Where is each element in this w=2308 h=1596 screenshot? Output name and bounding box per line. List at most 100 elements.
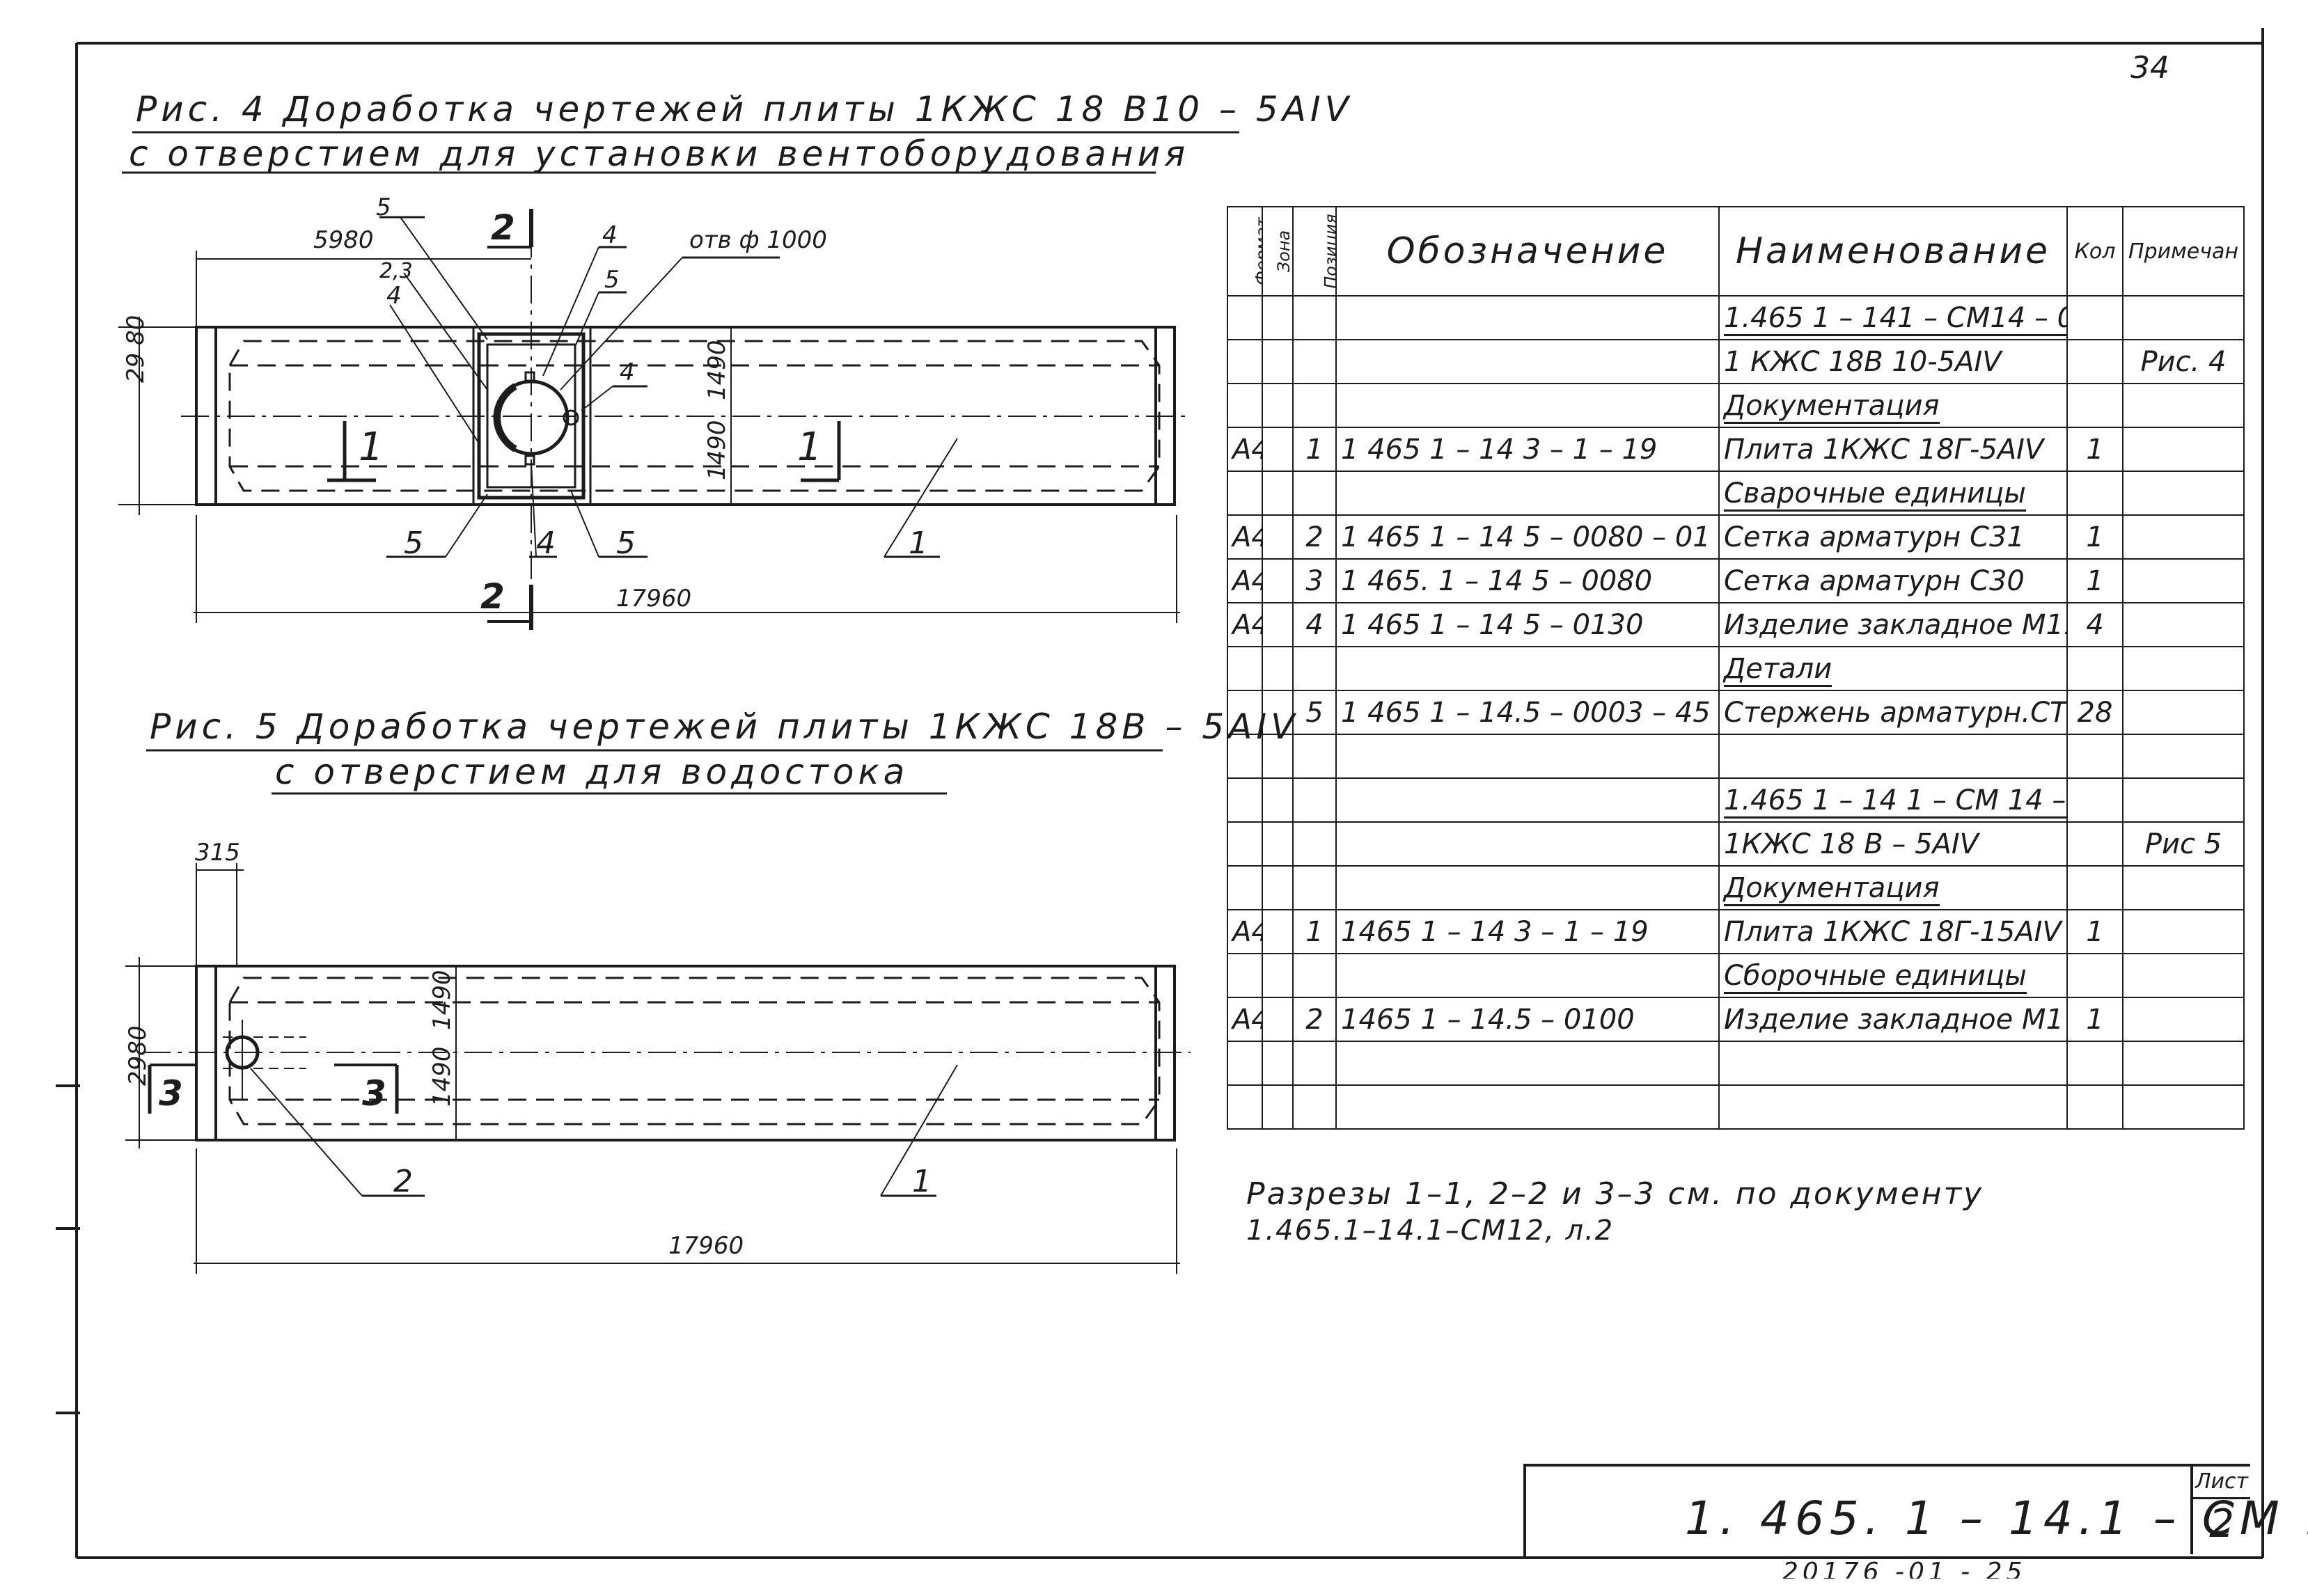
- cell-note-text: Рис 5: [2144, 828, 2222, 860]
- cell-name: Плита 1КЖС 18Г-15АIV: [1718, 909, 2068, 954]
- cell-qty: 1: [2066, 909, 2123, 954]
- fig5-title-line2: с отверстием для водостока: [275, 752, 909, 792]
- cell-format: [1227, 471, 1263, 516]
- cell-qty: [2066, 339, 2123, 384]
- cell-position: 1: [1292, 427, 1337, 472]
- cell-name: Сборочные единицы: [1718, 953, 2068, 998]
- cell-name-text: Изделие закладное М11: [1724, 608, 2067, 641]
- cell-zone: [1262, 997, 1294, 1042]
- cell-qty: 1: [2066, 427, 2123, 472]
- fig5-dim-half-top: 1490: [428, 970, 456, 1030]
- cell-zone: [1262, 865, 1294, 910]
- specification-table: Формат Зона Позиция Обозначение Наименов…: [1227, 206, 2245, 1130]
- cell-name: Сварочные единицы: [1718, 471, 2068, 516]
- cell-position: [1292, 646, 1337, 691]
- sections-note-line2: 1.465.1–14.1–СМ12, л.2: [1246, 1215, 1615, 1247]
- cell-name-text: 1.465 1 – 14 1 – СМ 14 – 04: [1724, 784, 2066, 819]
- cell-name: Сетка арматурн С30: [1718, 558, 2068, 603]
- fig5-plate-drawing: [125, 749, 1191, 1274]
- cell-qty: [2066, 383, 2123, 428]
- cell-position: [1292, 734, 1337, 779]
- cell-name: 1.465 1 – 14 1 – СМ 14 – 04: [1718, 777, 2068, 823]
- cell-format-text: А4: [1232, 521, 1261, 553]
- spec-row: Документация: [1227, 865, 2245, 910]
- cell-designation: [1335, 383, 1720, 428]
- cell-name: 1КЖС 18 В – 5АIV: [1718, 821, 2068, 867]
- cell-name-text: 1КЖС 18 В – 5АIV: [1724, 828, 1979, 860]
- cell-name-text: Сетка арматурн С30: [1724, 564, 2025, 597]
- cell-name: Стержень арматурн.СТ 46: [1718, 690, 2068, 735]
- cell-position-text: 2: [1305, 1003, 1324, 1036]
- sections-note-line1: Разрезы 1–1, 2–2 и 3–3 см. по документу: [1246, 1176, 1984, 1212]
- cell-designation-text: 1 465. 1 – 14 5 – 0080: [1341, 564, 1653, 597]
- cell-zone: [1262, 514, 1294, 560]
- cell-zone: [1262, 471, 1294, 516]
- cell-position-text: 2: [1305, 521, 1324, 553]
- cell-zone: [1262, 427, 1294, 472]
- fig5-callout-2: 2: [393, 1164, 413, 1199]
- fig4-title-line1: Рис. 4 Доработка чертежей плиты 1КЖС 18 …: [136, 89, 1353, 129]
- cell-designation-text: 1 465 1 – 14 5 – 0130: [1341, 608, 1644, 641]
- col-qty-header: Кол: [2066, 206, 2123, 297]
- cell-qty-text: 1: [2086, 915, 2104, 948]
- cell-name: Плита 1КЖС 18Г-5АIV: [1718, 427, 2068, 472]
- cell-name-text: Документация: [1724, 389, 1940, 424]
- cell-qty: [2066, 734, 2123, 779]
- spec-row: 1.465 1 – 14 1 – СМ 14 – 04: [1227, 777, 2245, 823]
- archive-number-cut: 20176 -01 - 25: [1782, 1558, 2027, 1579]
- page-number: 34: [2130, 50, 2169, 86]
- fig5-dim-length: 17960: [668, 1232, 744, 1260]
- cell-name: Сетка арматурн С31: [1718, 514, 2068, 560]
- cell-note-text: Рис. 4: [2140, 345, 2227, 378]
- cell-name: Детали: [1718, 646, 2068, 691]
- cell-format-text: А4: [1232, 1003, 1261, 1036]
- cell-position: [1292, 295, 1337, 340]
- cell-name-text: Сборочные единицы: [1724, 959, 2027, 994]
- fig5-section-3-left: 3: [159, 1073, 183, 1114]
- cell-format: А4: [1227, 909, 1263, 954]
- spec-row: [1227, 1041, 2245, 1086]
- cell-zone: [1262, 953, 1294, 998]
- cell-name-text: 1 КЖС 18В 10-5АIV: [1724, 345, 2002, 378]
- cell-position: 1: [1292, 909, 1337, 954]
- cell-format: [1227, 339, 1263, 384]
- cell-position: [1292, 339, 1337, 384]
- fig4-callout-5c: 5: [404, 526, 423, 561]
- fig4-section-2-bot: 2: [480, 576, 505, 617]
- fig5-dim-height: 2980: [124, 1025, 152, 1086]
- cell-qty: 1: [2066, 514, 2123, 560]
- spec-row: [1227, 1084, 2245, 1130]
- cell-designation: [1335, 1084, 1720, 1130]
- cell-format-text: А4: [1232, 915, 1261, 948]
- fig4-dim-hole: отв ф 1000: [689, 226, 827, 254]
- cell-qty: 1: [2066, 558, 2123, 603]
- cell-qty-text: 1: [2086, 521, 2104, 553]
- cell-position-text: 1: [1305, 915, 1324, 948]
- spec-row: [1227, 734, 2245, 779]
- fig5-dim-half-bot: 1490: [428, 1046, 456, 1107]
- cell-note: [2122, 777, 2245, 823]
- cell-designation: [1335, 821, 1720, 867]
- cell-format: [1227, 383, 1263, 428]
- cell-qty: 4: [2066, 602, 2123, 647]
- cell-designation: [1335, 734, 1720, 779]
- fig4-callout-4c: 4: [620, 358, 635, 386]
- cell-format: [1227, 777, 1263, 823]
- fig4-callout-1: 1: [909, 526, 928, 561]
- cell-zone: [1262, 909, 1294, 954]
- cell-note: [2122, 909, 2245, 954]
- cell-note: [2122, 427, 2245, 472]
- fig4-section-1-right: 1: [797, 425, 822, 470]
- fig4-dim-top-span: 5980: [313, 226, 374, 254]
- cell-format: [1227, 1041, 1263, 1086]
- cell-designation: [1335, 777, 1720, 823]
- fig5-section-3-mid: 3: [362, 1073, 386, 1114]
- cell-designation: 1465 1 – 14.5 – 0100: [1335, 997, 1720, 1042]
- cell-name-text: Плита 1КЖС 18Г-15АIV: [1724, 915, 2062, 948]
- cell-note: [2122, 1084, 2245, 1130]
- cell-position: [1292, 1041, 1337, 1086]
- cell-zone: [1262, 734, 1294, 779]
- cell-note: [2122, 295, 2245, 340]
